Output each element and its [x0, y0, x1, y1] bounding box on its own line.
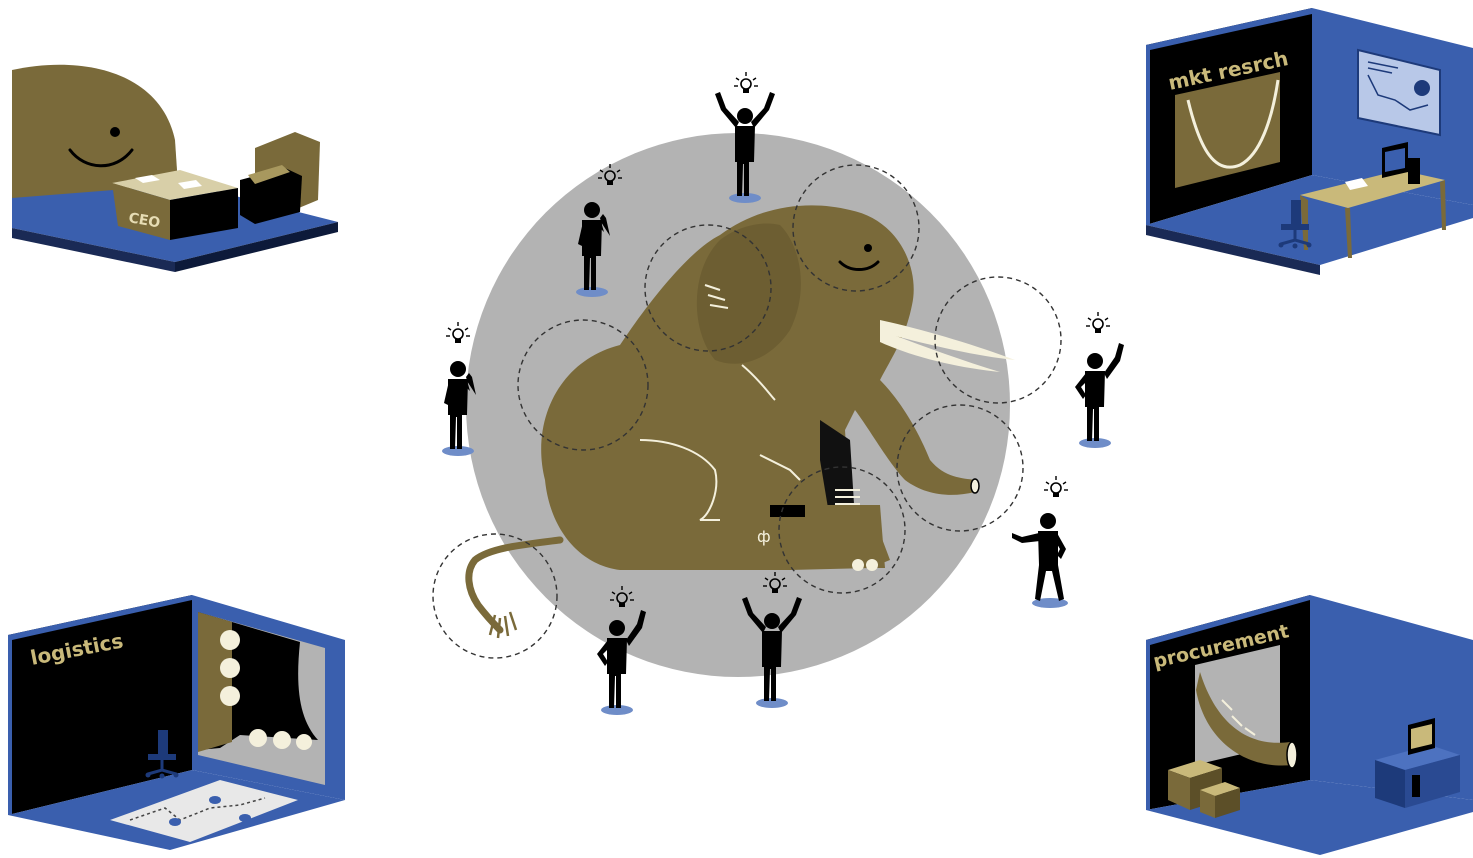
- lightbulb-icon: [446, 322, 470, 343]
- market-research-room: mkt resrch: [1146, 8, 1473, 275]
- ceo-room: CEO: [12, 65, 338, 272]
- procurement-room: procurement: [1146, 595, 1473, 855]
- person-icon: [1075, 343, 1124, 448]
- elephant-scene: ф: [433, 133, 1061, 677]
- person-icon: [1012, 513, 1068, 608]
- lightbulb-icon: [1044, 476, 1068, 497]
- lightbulb-icon: [1086, 312, 1110, 333]
- svg-text:ф: ф: [757, 527, 771, 546]
- lightbulb-icon: [734, 72, 758, 93]
- logistics-room: logistics: [8, 595, 345, 850]
